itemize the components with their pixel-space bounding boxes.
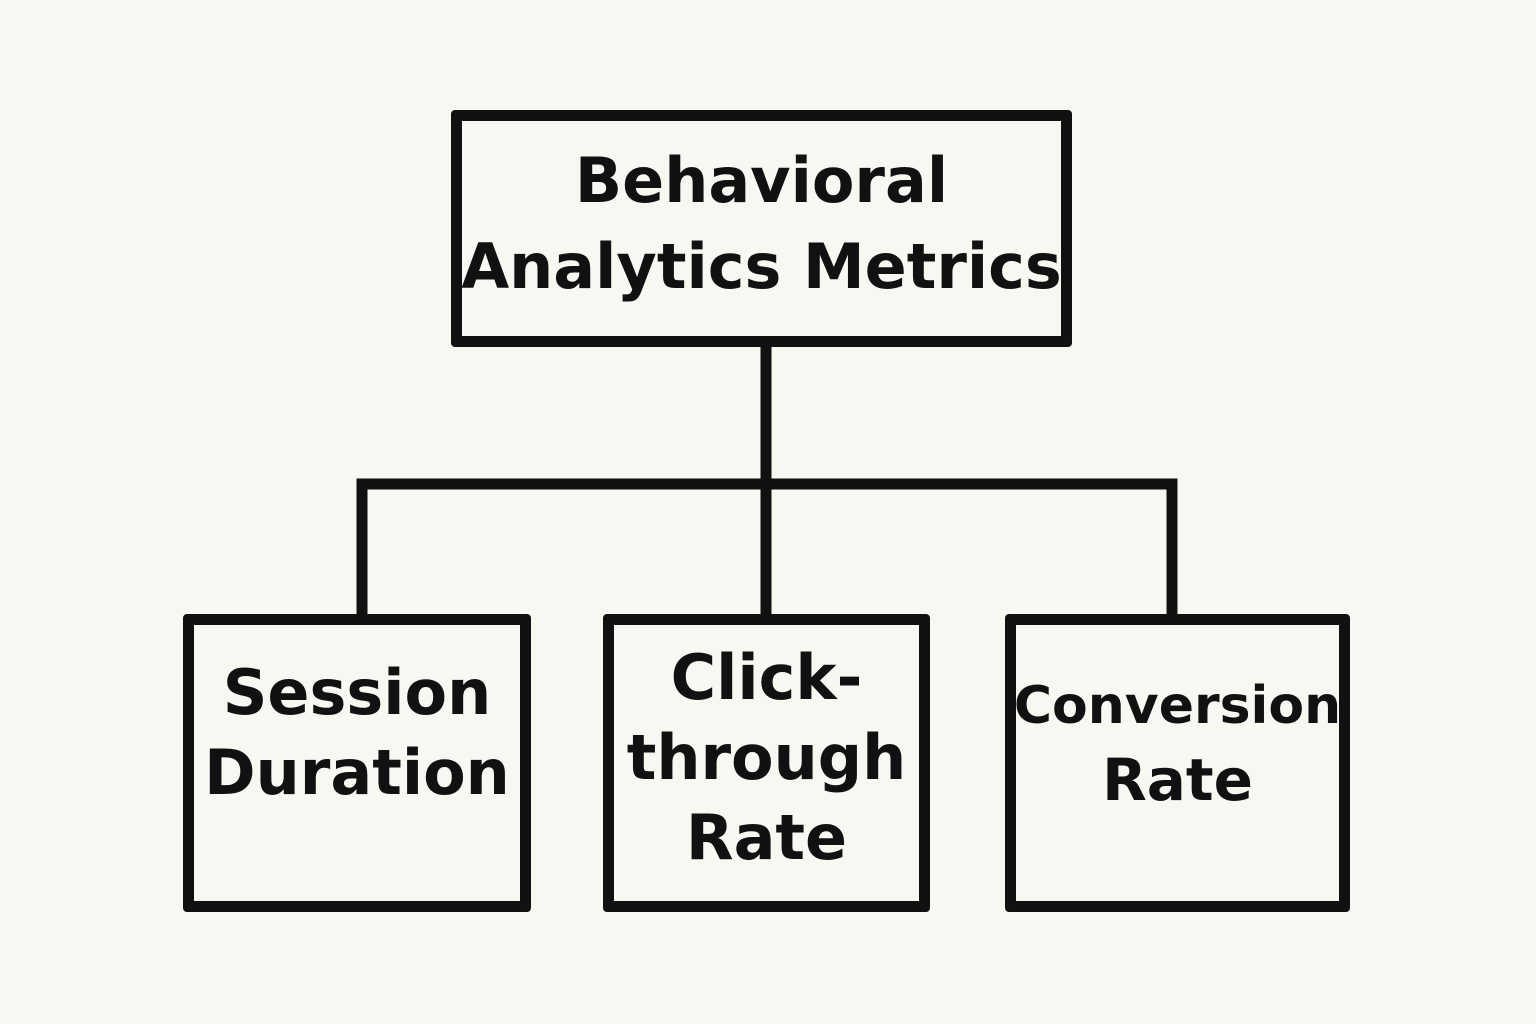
child-node-label-line: Session	[222, 656, 492, 729]
child-node-label-line: through	[626, 721, 907, 794]
child-node-label-line: Rate	[685, 801, 848, 874]
child-node-label-line: Click-	[670, 641, 863, 714]
child-node-label-line: Rate	[1102, 746, 1253, 814]
root-node-behavioral-analytics-metrics: Behavioral Analytics Metrics	[451, 110, 1072, 347]
root-node-label-line: Analytics Metrics	[461, 229, 1062, 303]
child-node-conversion-rate: Conversion Rate	[1005, 614, 1350, 912]
child-node-label-line: Duration	[204, 736, 510, 809]
child-node-session-duration: Session Duration	[183, 614, 531, 912]
child-node-click-through-rate: Click- through Rate	[603, 614, 930, 912]
child-node-label-line: Conversion	[1013, 676, 1342, 736]
root-node-label-line: Behavioral	[574, 143, 949, 217]
